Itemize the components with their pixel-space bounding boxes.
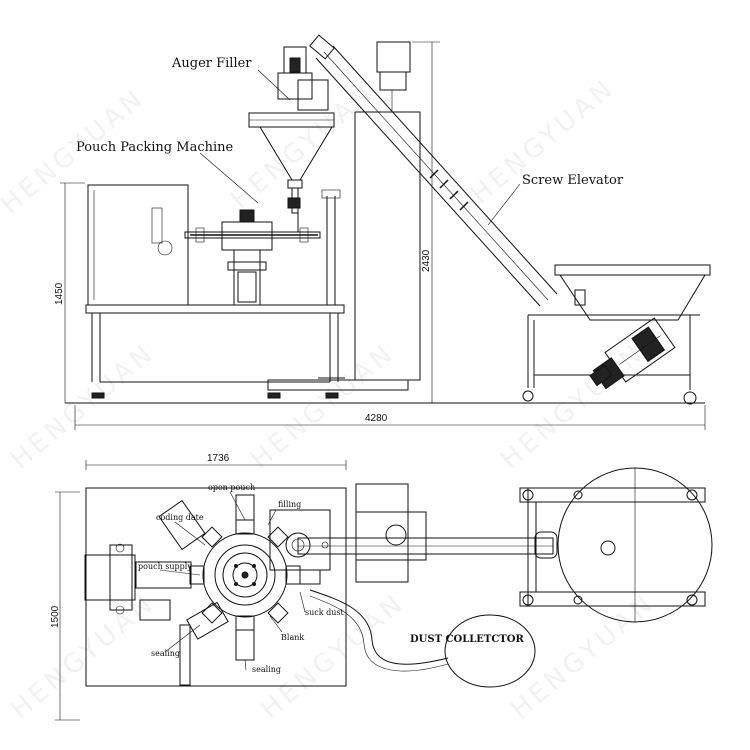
dim-side-height: 1450 [54,282,65,305]
top-view: 1736 1500 [50,453,713,721]
feed-hopper-cart [522,264,711,405]
dim-total-height: 2430 [421,249,432,272]
watermark: HENGYUAN [5,588,161,726]
label-pouch-packing-machine: Pouch Packing Machine [76,140,234,155]
station-sealing-2 [235,629,255,661]
label-screw-elevator: Screw Elevator [522,173,624,188]
watermarks: HENGYUAN HENGYUAN HENGYUAN HENGYUAN HENG… [0,73,661,726]
label-coding-date: coding date [156,513,204,522]
packing-machine-cabinet [87,184,189,306]
label-sealing-2: sealing [252,665,281,674]
watermark: HENGYUAN [505,588,661,726]
hopper-top [519,467,713,623]
station-filling [269,509,331,571]
auger-filler [248,46,335,232]
side-view: 1450 2430 4280 Auger Filler Pouch Packin… [54,34,711,430]
station-coding-date [158,499,206,551]
label-pouch-supply: pouch supply [138,562,192,571]
station-sealing-1 [186,601,229,640]
turret-top [189,519,301,631]
rotary-turret [184,209,321,306]
dust-collector [444,614,536,688]
watermark: HENGYUAN [5,338,161,476]
machine-frame-top [85,487,347,687]
dim-top-width: 1736 [207,453,230,464]
label-blank: Blank [281,633,304,642]
label-auger-filler: Auger Filler [171,56,252,71]
watermark: HENGYUAN [465,73,621,211]
label-filling: filling [278,500,301,509]
dim-total-length: 4280 [365,413,388,424]
screw-elevator [309,34,558,307]
label-sealing-1: sealing [151,649,180,658]
dim-top-depth: 1500 [50,605,61,628]
side-dimensions: 1450 2430 4280 [54,41,706,430]
label-open-pouch: open pouch [208,483,255,492]
label-suck-dust: suck dust [305,608,345,617]
machine-table [85,304,345,314]
watermark: HENGYUAN [245,338,401,476]
label-dust-collector: DUST COLLETCTOR [410,634,524,645]
